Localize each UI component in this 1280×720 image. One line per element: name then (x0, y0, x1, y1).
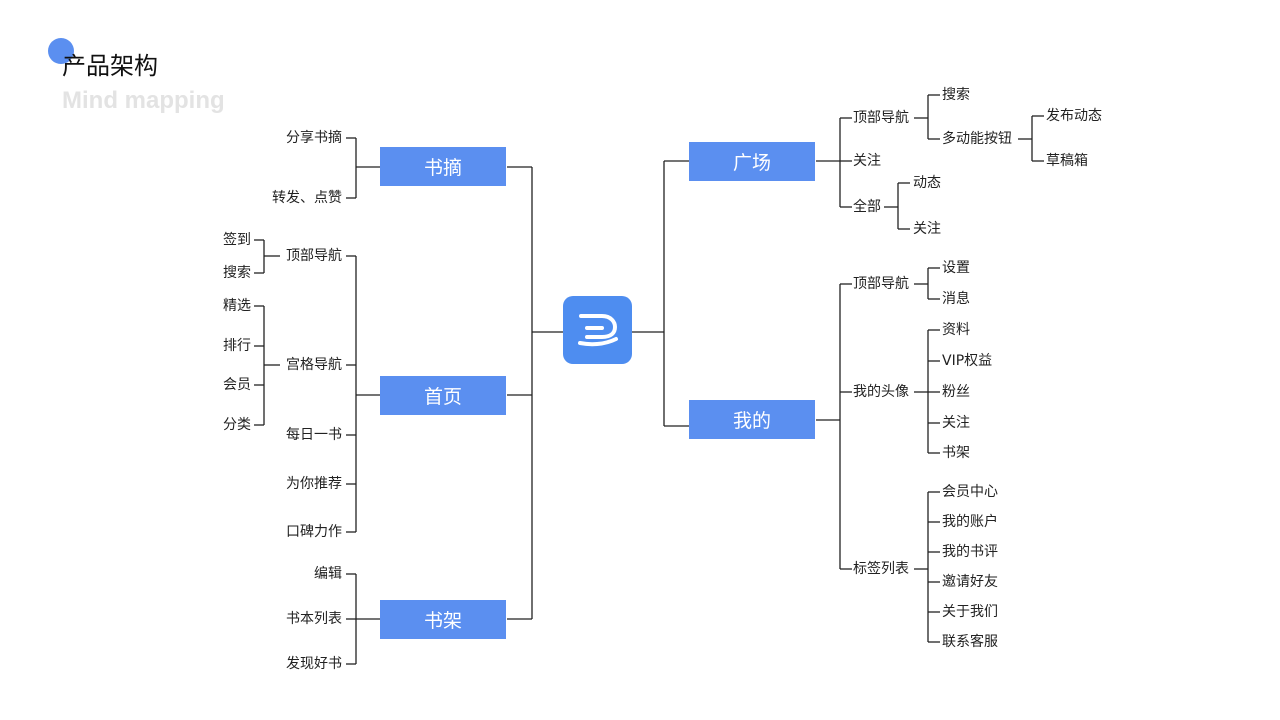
leaf-mine-follow: 关注 (942, 415, 970, 431)
leaf-about-us: 关于我们 (942, 604, 998, 620)
branch-grid-nav: 宫格导航 (286, 357, 342, 373)
leaf-all-follow: 关注 (913, 221, 941, 237)
node-mine[interactable]: 我的 (689, 400, 815, 439)
branch-tag-list: 标签列表 (853, 561, 909, 577)
leaf-recommend: 为你推荐 (286, 476, 342, 492)
leaf-fans: 粉丝 (942, 384, 970, 400)
branch-avatar: 我的头像 (853, 384, 909, 400)
leaf-drafts: 草稿箱 (1046, 153, 1088, 169)
leaf-edit: 编辑 (314, 566, 342, 582)
leaf-post-update: 发布动态 (1046, 108, 1102, 124)
node-home[interactable]: 首页 (380, 376, 506, 415)
leaf-mine-shelf: 书架 (942, 445, 970, 461)
leaf-book-list: 书本列表 (286, 611, 342, 627)
branch-mine-top-nav: 顶部导航 (853, 276, 909, 292)
leaf-discover-books: 发现好书 (286, 656, 342, 672)
leaf-square-follow: 关注 (853, 153, 881, 169)
app-logo-icon[interactable] (563, 296, 632, 364)
node-bookshelf[interactable]: 书架 (380, 600, 506, 639)
leaf-vip: VIP权益 (942, 353, 993, 369)
branch-square-top-nav: 顶部导航 (853, 110, 909, 126)
node-digest[interactable]: 书摘 (380, 147, 506, 186)
branch-all: 全部 (853, 199, 881, 215)
leaf-my-reviews: 我的书评 (942, 544, 998, 560)
leaf-profile: 资料 (942, 322, 970, 338)
page-subtitle: Mind mapping (62, 87, 225, 114)
leaf-category: 分类 (223, 417, 251, 433)
decor-dot (48, 38, 74, 64)
leaf-settings: 设置 (942, 260, 970, 276)
leaf-forward-like: 转发、点赞 (272, 190, 342, 206)
leaf-ranking: 排行 (223, 338, 251, 354)
leaf-square-search: 搜索 (942, 87, 970, 103)
leaf-acclaimed: 口碑力作 (286, 524, 342, 540)
leaf-search: 搜索 (223, 265, 251, 281)
leaf-member-center: 会员中心 (942, 484, 998, 500)
leaf-featured: 精选 (223, 298, 251, 314)
leaf-share-digest: 分享书摘 (286, 130, 342, 146)
node-square[interactable]: 广场 (689, 142, 815, 181)
leaf-daily-book: 每日一书 (286, 427, 342, 443)
branch-multi-button: 多动能按钮 (942, 131, 1012, 147)
leaf-sign-in: 签到 (223, 232, 251, 248)
leaf-my-account: 我的账户 (942, 514, 998, 530)
leaf-invite-friends: 邀请好友 (942, 574, 998, 590)
leaf-updates: 动态 (913, 175, 941, 191)
leaf-contact-support: 联系客服 (942, 634, 998, 650)
leaf-messages: 消息 (942, 291, 970, 307)
page-title: 产品架构 (62, 52, 158, 80)
branch-home-top-nav: 顶部导航 (286, 248, 342, 264)
leaf-member: 会员 (223, 377, 251, 393)
